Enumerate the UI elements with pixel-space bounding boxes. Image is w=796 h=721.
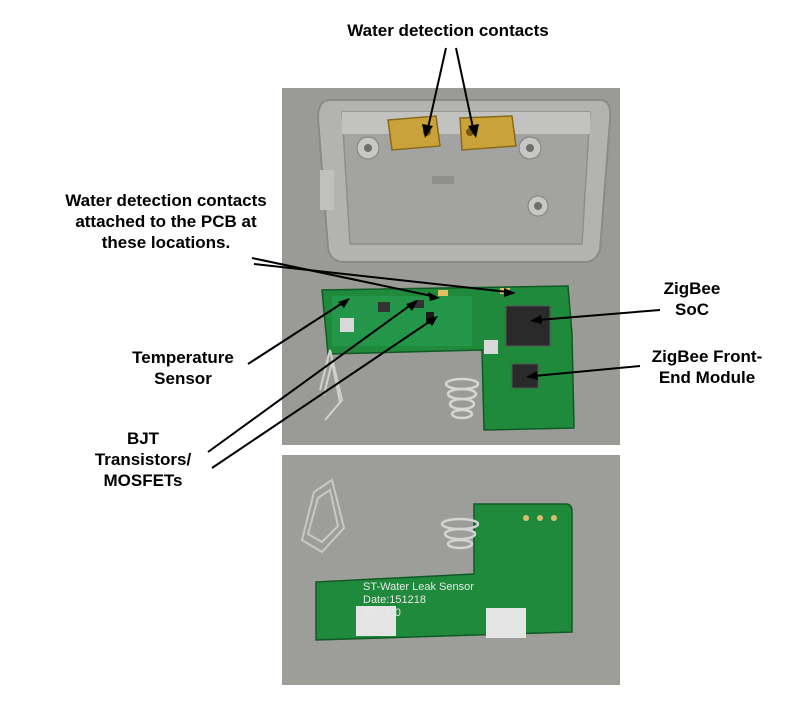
label-water-contacts-pcb: Water detection contacts attached to the… <box>38 190 294 253</box>
bottom-spring-left <box>300 478 346 554</box>
arrowhead-pcb-2 <box>504 288 516 297</box>
label-zigbee-soc: ZigBee SoC <box>642 278 742 320</box>
battery-spring-left <box>319 349 344 421</box>
arrow-bjt-1 <box>207 303 413 453</box>
label-zigbee-soc-line1: ZigBee <box>663 279 721 298</box>
label-zigbee-fem-line2: End Module <box>658 368 756 387</box>
battery-spring-right <box>444 377 480 420</box>
arrow-bjt-2 <box>211 319 433 469</box>
arrowhead-soc <box>530 315 542 324</box>
arrow-water-contact-right <box>455 47 474 129</box>
arrow-zigbee-fem <box>533 365 641 377</box>
label-water-contacts-pcb-line1: Water detection contacts <box>65 191 267 210</box>
arrow-pcb-contact-1 <box>251 257 433 297</box>
arrowhead-temp <box>338 298 350 308</box>
label-water-contacts-pcb-line2: attached to the PCB at <box>75 212 257 231</box>
label-water-contacts-pcb-line3: these locations. <box>101 233 231 252</box>
silkscreen-line-3: Rev 2.0 <box>363 607 401 619</box>
label-temperature-sensor: Temperature Sensor <box>108 347 258 389</box>
label-zigbee-fem-line1: ZigBee Front- <box>651 347 763 366</box>
callout-arrowheads <box>338 124 542 380</box>
label-zigbee-fem: ZigBee Front- End Module <box>632 346 782 388</box>
arrowhead-bjt-1 <box>406 300 418 311</box>
arrowhead-pcb-1 <box>428 292 440 301</box>
arrowhead-bjt-2 <box>426 316 438 326</box>
arrow-pcb-contact-2 <box>253 263 509 293</box>
bottom-spring-right <box>440 517 480 550</box>
label-temperature-sensor-line1: Temperature <box>132 348 234 367</box>
arrowhead-fem <box>526 371 538 380</box>
bottom-pcb <box>315 503 573 641</box>
label-water-contacts-top-text: Water detection contacts <box>347 21 549 40</box>
label-bjt-line2: Transistors/ <box>94 450 192 469</box>
label-bjt-line3: MOSFETs <box>103 471 183 490</box>
silkscreen-line-1: ST-Water Leak Sensor <box>363 581 474 593</box>
label-water-contacts-top: Water detection contacts <box>320 20 576 41</box>
label-zigbee-soc-line2: SoC <box>675 300 709 319</box>
water-contact-brass-left <box>387 115 441 151</box>
arrow-zigbee-soc <box>537 309 661 321</box>
silkscreen-line-2: Date:151218 <box>363 594 426 606</box>
label-bjt-transistors: BJT Transistors/ MOSFETs <box>78 428 208 491</box>
arrow-water-contact-left <box>427 47 447 129</box>
label-temperature-sensor-line2: Sensor <box>154 369 212 388</box>
water-contact-brass-right <box>459 115 517 151</box>
callout-lines <box>207 47 661 469</box>
label-bjt-line1: BJT <box>126 429 160 448</box>
top-pcb <box>321 285 575 431</box>
arrow-temp-sensor <box>247 301 345 365</box>
arrowhead-water-left <box>422 124 433 138</box>
arrowhead-water-right <box>468 124 479 138</box>
